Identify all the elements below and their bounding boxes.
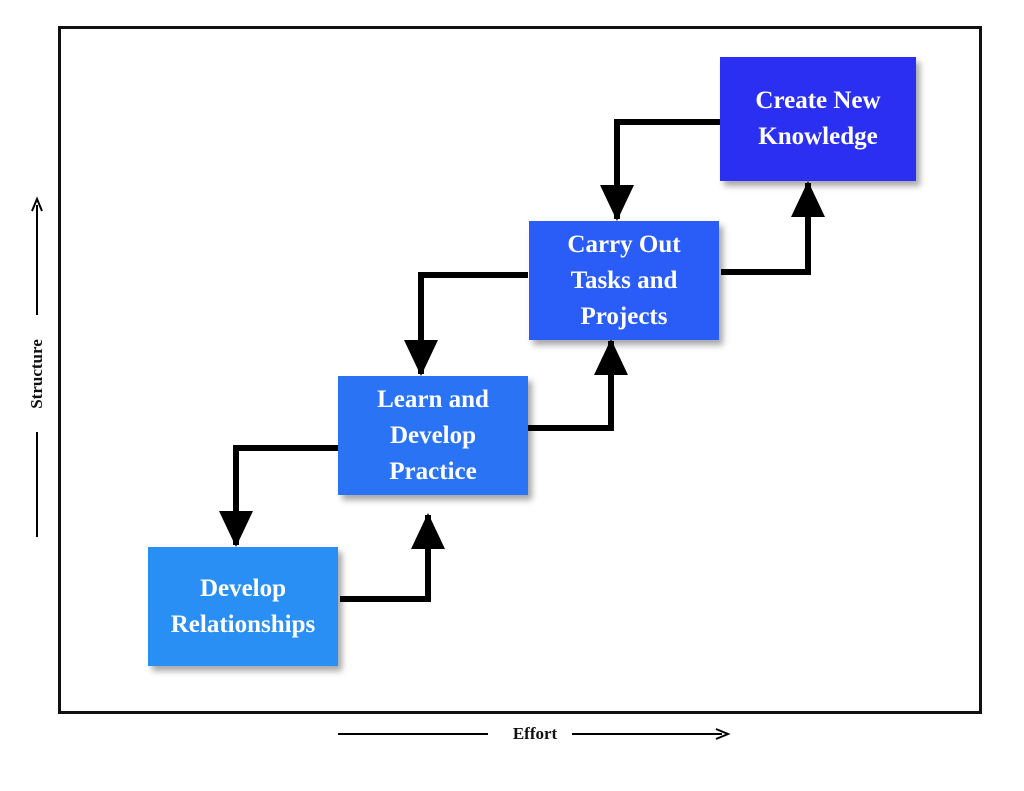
step-learn-develop-practice: Learn and Develop Practice: [338, 376, 528, 495]
up-arrow-3: [721, 181, 825, 275]
up-arrow-2: [525, 339, 628, 431]
step-develop-relationships: Develop Relationships: [148, 547, 338, 666]
x-axis-arrowhead: [715, 728, 731, 740]
step-create-new-knowledge: Create New Knowledge: [720, 57, 916, 181]
down-arrow-3: [600, 119, 720, 221]
step-label: Learn and Develop Practice: [377, 385, 489, 485]
y-axis-arrowhead: [31, 196, 43, 212]
down-arrow-1: [219, 445, 338, 547]
step-label: Develop Relationships: [170, 574, 316, 638]
y-axis-label: Structure: [27, 339, 46, 409]
step-label: Create New Knowledge: [755, 87, 881, 150]
step-carry-out-tasks: Carry Out Tasks and Projects: [529, 221, 719, 340]
down-arrow-2: [404, 272, 528, 376]
up-arrow-1: [340, 513, 445, 602]
step-label: Carry Out Tasks and Projects: [567, 230, 681, 330]
x-axis-label: Effort: [512, 724, 558, 743]
